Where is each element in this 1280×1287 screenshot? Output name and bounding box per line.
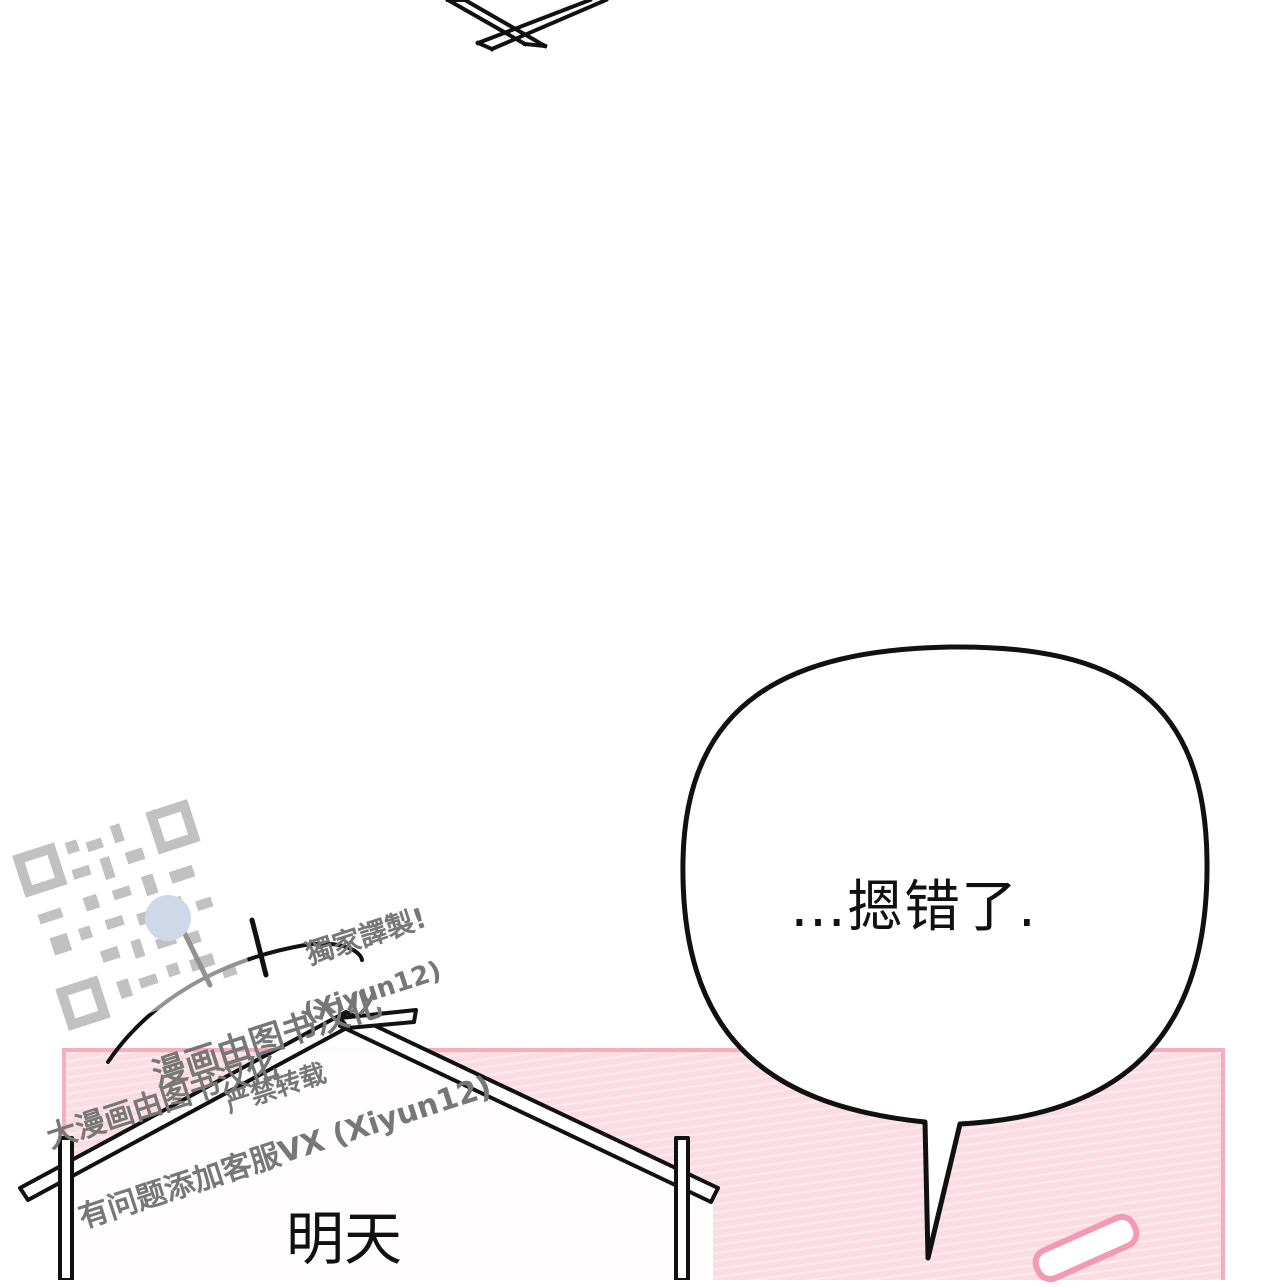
- speech-bubble-text: …摁错了.: [790, 875, 1037, 940]
- qr-code-icon: [1, 788, 255, 1042]
- watermark-avatar: [145, 895, 191, 941]
- house-sign-text: 明天: [286, 1205, 403, 1273]
